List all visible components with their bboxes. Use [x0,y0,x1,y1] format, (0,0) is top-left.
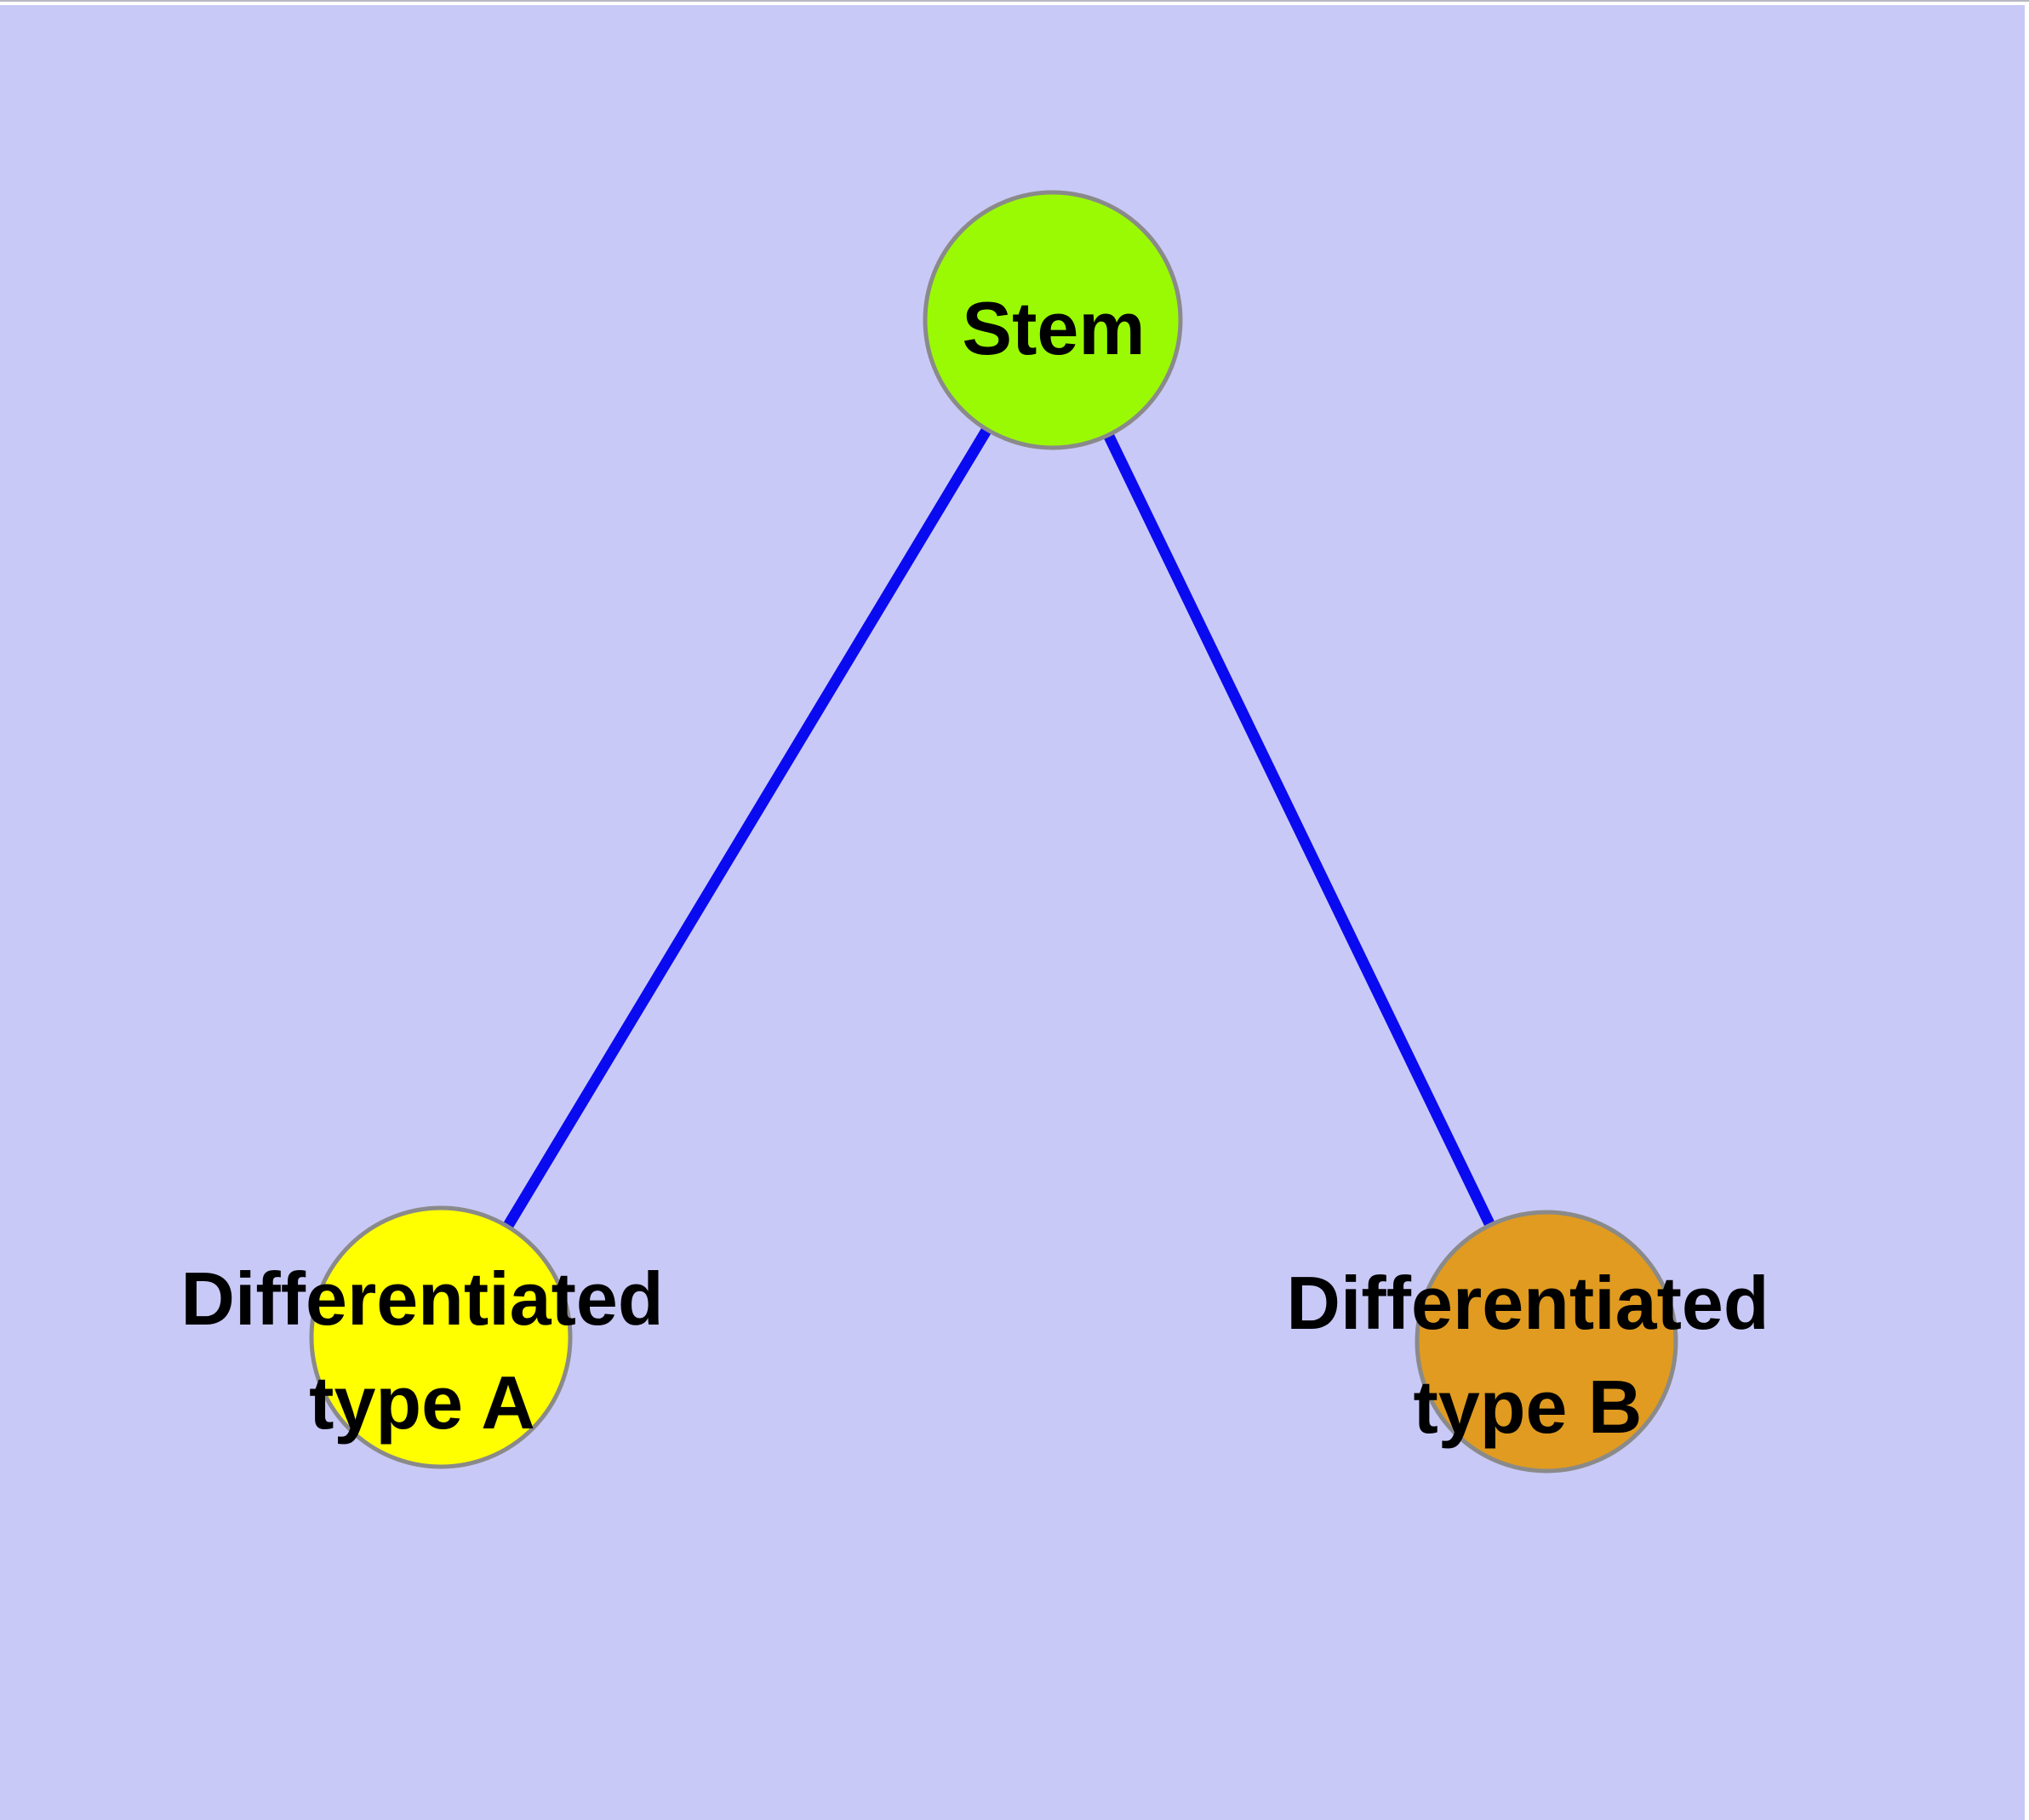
node-label-stem: Stem [962,286,1145,370]
top-border-hairline [0,0,2029,2]
node-label-differentiated-type-a-line2: type A [309,1360,535,1445]
node-differentiated-type-b [1415,1210,1678,1474]
node-differentiated-type-a [309,1205,573,1469]
edge-stem-to-differentiated-type-b [1048,318,1552,1344]
node-label-differentiated-type-a-line1: Differentiated [180,1256,663,1341]
edge-stem-to-differentiated-type-a [436,317,1058,1341]
node-stem [923,190,1183,450]
node-label-differentiated-type-b-line2: type B [1414,1365,1643,1449]
node-label-differentiated-type-b-line1: Differentiated [1286,1261,1769,1345]
